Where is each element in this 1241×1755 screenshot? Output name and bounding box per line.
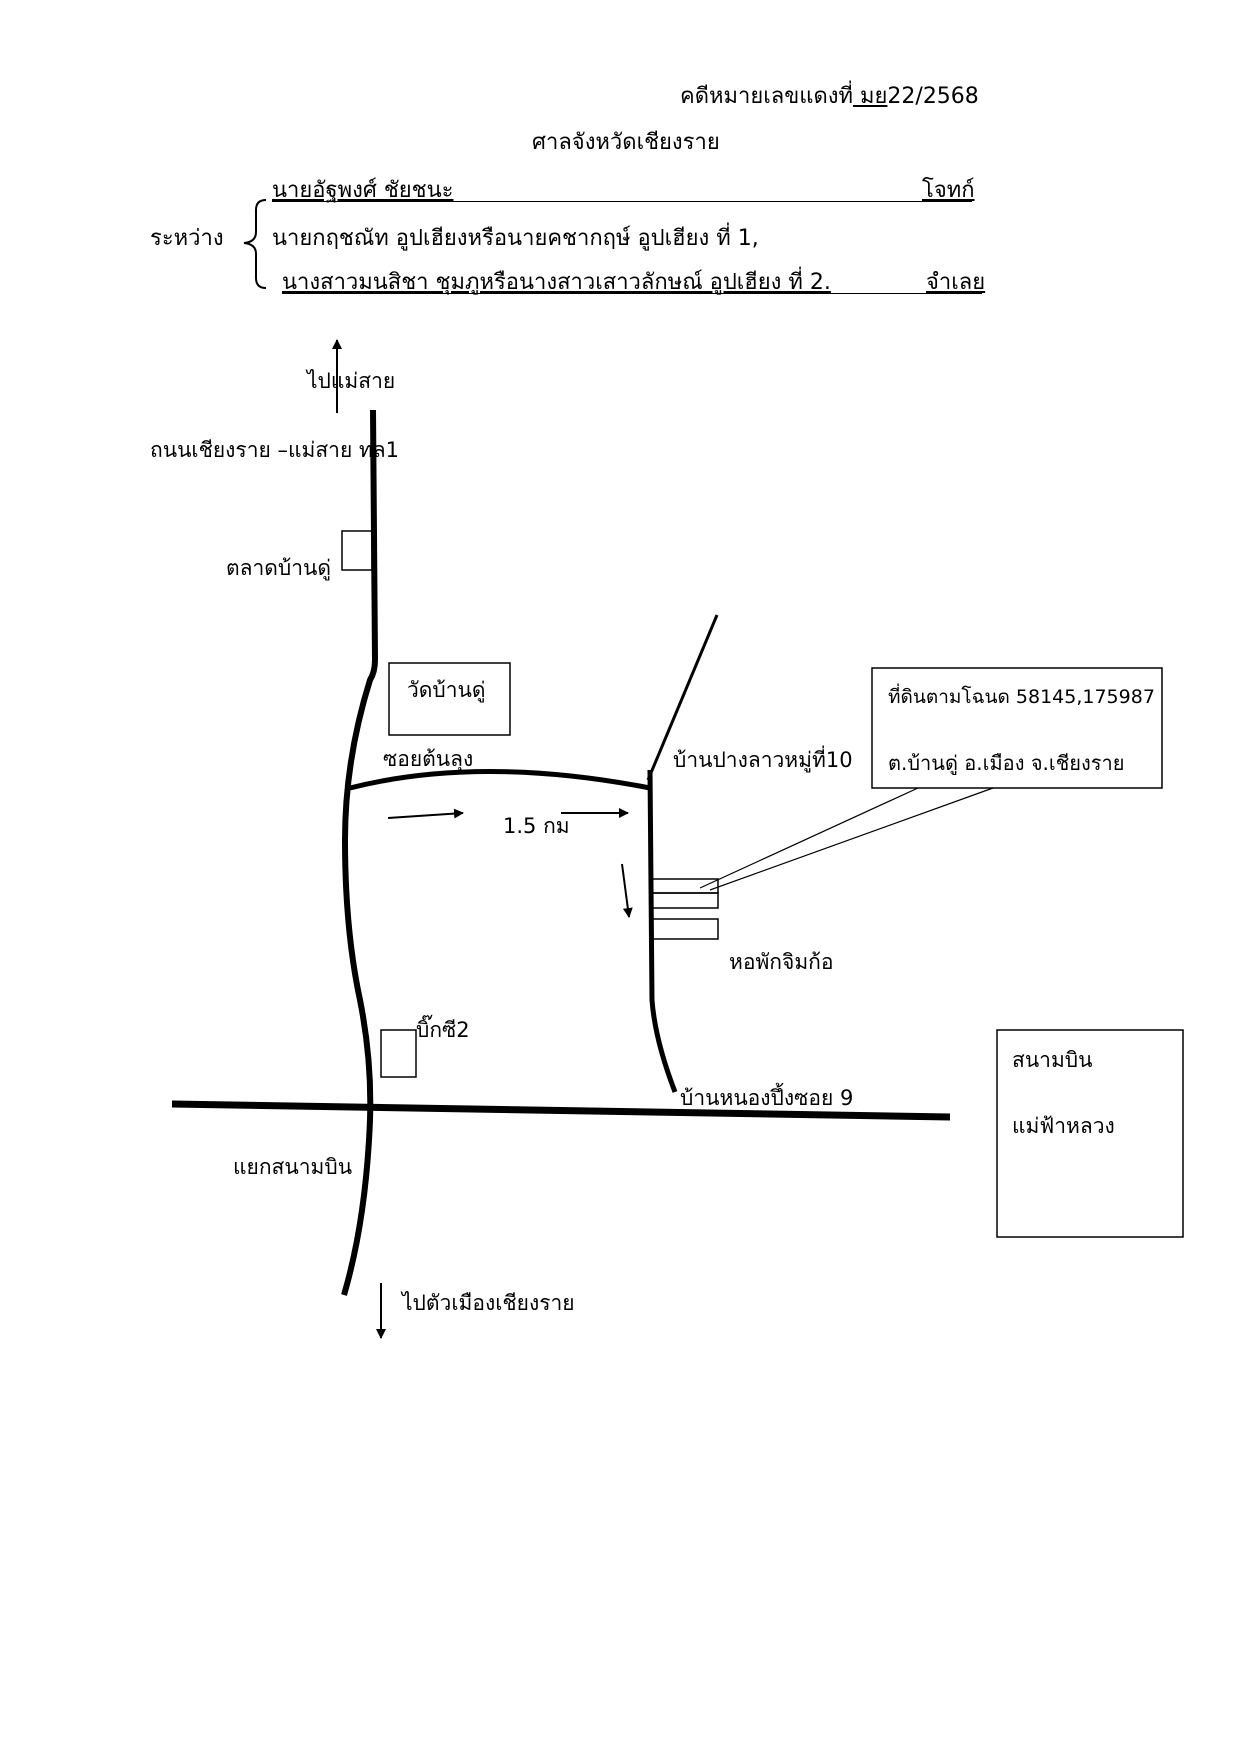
parties-brace xyxy=(243,199,267,289)
plaintiff-underline xyxy=(272,201,972,202)
label-bigc: บิ๊กซี2 xyxy=(416,1018,470,1042)
defendant-2: นางสาวมนสิชา ชุมภูหรือนางสาวเสาวลักษณ์ อ… xyxy=(282,270,831,295)
label-soi: ซอยต้นลุง xyxy=(383,747,474,771)
label-dorm: หอพักจิมก้อ xyxy=(729,950,834,974)
land-plot-3 xyxy=(651,918,719,940)
bigc-box xyxy=(380,1029,417,1078)
label-to-mae-sai: ไปแม่สาย xyxy=(307,369,396,393)
arrow-down-village xyxy=(621,863,633,918)
label-to-city: ไปตัวเมืองเชียงราย xyxy=(402,1291,575,1315)
callout-line-2 xyxy=(709,787,994,891)
land-callout-box xyxy=(871,667,1163,789)
soi-ton-lung-road xyxy=(349,769,651,791)
land-callout-line2: ต.บ้านดู่ อ.เมือง จ.เชียงราย xyxy=(888,751,1125,775)
between-label: ระหว่าง xyxy=(150,226,224,251)
land-plot-2 xyxy=(651,892,719,909)
highway-road xyxy=(341,409,379,1296)
case-number: คดีหมายเลขแดงที่ มย22/2568 xyxy=(680,86,979,108)
village-road xyxy=(647,769,678,1093)
label-temple: วัดบ้านดู่ xyxy=(407,678,486,702)
branch-road xyxy=(646,614,719,781)
label-village: บ้านปางลาวหมู่ที่10 xyxy=(673,748,853,772)
temple-box xyxy=(388,662,511,736)
case-number-prefix: คดีหมายเลขแดงที่ xyxy=(680,84,854,109)
court-name: ศาลจังหวัดเชียงราย xyxy=(532,130,720,155)
case-number-value: 22/2568 xyxy=(887,84,979,109)
plaintiff-name: นายอัฐพงศ์ ชัยชนะ xyxy=(272,178,454,203)
arrow-soi-1 xyxy=(387,808,464,819)
defendant-underline xyxy=(282,293,982,294)
airport-road xyxy=(171,1100,951,1121)
label-market: ตลาดบ้านดู่ xyxy=(226,556,332,580)
case-number-code: มย xyxy=(853,84,888,109)
land-plot-1 xyxy=(651,878,719,894)
airport-line2: แม่ฟ้าหลวง xyxy=(1012,1114,1115,1138)
label-distance: 1.5 กม xyxy=(503,814,570,838)
defendant-role: จำเลย xyxy=(926,270,986,295)
callout-line-1 xyxy=(699,787,919,889)
label-nong-ping: บ้านหนองปึ้งซอย 9 xyxy=(680,1086,854,1110)
plaintiff-role: โจทก์ xyxy=(922,178,975,203)
airport-line1: สนามบิน xyxy=(1012,1048,1093,1072)
defendant-1: นายกฤชณัท อูปเฮียงหรือนายคชากฤษ์ อูปเฮีย… xyxy=(272,226,759,251)
label-road-name: ถนนเชียงราย –แม่สาย ทล1 xyxy=(150,438,400,462)
market-box xyxy=(341,530,373,571)
airport-box xyxy=(996,1029,1184,1238)
land-callout-line1: ที่ดินตามโฉนด 58145,175987 xyxy=(888,686,1155,708)
label-junction: แยกสนามบิน xyxy=(233,1155,353,1179)
